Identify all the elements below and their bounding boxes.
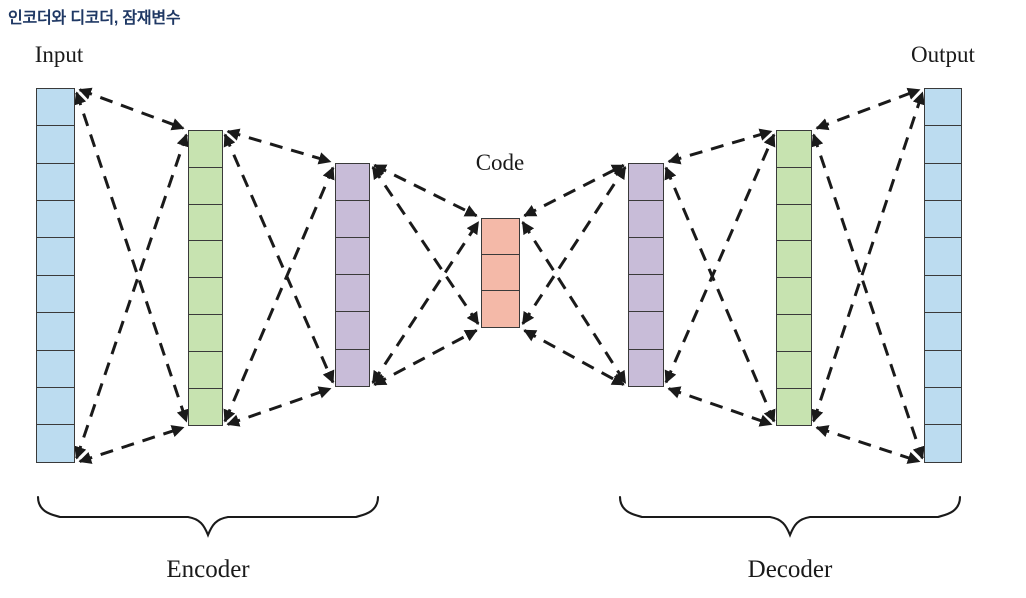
- layer-column-decoder-hidden-2: [776, 130, 812, 427]
- layer-unit: [924, 424, 962, 463]
- layer-unit: [924, 125, 962, 165]
- layer-unit: [36, 424, 75, 463]
- layer-unit: [36, 386, 75, 426]
- layer-unit: [335, 237, 370, 276]
- layer-unit: [335, 200, 370, 239]
- encoder-label: Encoder: [166, 556, 250, 583]
- layer-unit: [188, 350, 223, 390]
- layer-unit: [924, 274, 962, 314]
- layer-unit: [36, 162, 75, 202]
- code-layer-label: Code: [475, 150, 525, 175]
- layer-column-encoder-hidden-2: [335, 163, 370, 388]
- layer-unit: [776, 350, 812, 390]
- layer-unit: [776, 130, 812, 169]
- layer-unit: [36, 274, 75, 314]
- layer-unit: [335, 311, 370, 350]
- input-layer-label: Input: [34, 42, 84, 67]
- layer-column-decoder-hidden-1: [628, 163, 664, 388]
- layer-unit: [481, 254, 520, 292]
- layer-unit: [335, 348, 370, 388]
- layer-column-code: [481, 218, 520, 328]
- layer-unit: [776, 387, 812, 427]
- connector-line: [74, 133, 189, 460]
- layer-unit: [628, 274, 664, 313]
- layer-unit: [481, 218, 520, 256]
- connector-line: [78, 425, 185, 464]
- connector-line: [667, 386, 773, 427]
- layer-unit: [628, 237, 664, 276]
- connector-line: [811, 133, 925, 460]
- layer-unit: [481, 290, 520, 328]
- layer-unit: [36, 237, 75, 277]
- layer-unit: [776, 203, 812, 242]
- layer-unit: [36, 88, 75, 127]
- layer-column-encoder-hidden-1: [188, 130, 223, 427]
- layer-unit: [924, 88, 962, 127]
- connector-line: [664, 133, 776, 384]
- layer-column-output: [924, 88, 962, 463]
- connector-line: [223, 166, 335, 423]
- connector-line: [373, 329, 478, 386]
- layer-unit: [776, 240, 812, 279]
- layer-unit: [188, 314, 223, 353]
- layer-unit: [924, 200, 962, 239]
- connector-line: [226, 128, 332, 165]
- layer-unit: [36, 349, 75, 389]
- layer-unit: [188, 387, 223, 427]
- connector-line: [223, 133, 335, 384]
- layer-unit: [628, 348, 664, 388]
- layer-unit: [924, 237, 962, 277]
- layer-unit: [188, 203, 223, 242]
- layer-unit: [36, 125, 75, 165]
- connector-line: [78, 87, 185, 131]
- layer-unit: [776, 166, 812, 206]
- connector-line: [815, 87, 921, 131]
- layer-unit: [628, 311, 664, 350]
- layer-unit: [188, 130, 223, 169]
- layer-unit: [628, 163, 664, 202]
- layer-column-input: [36, 88, 75, 463]
- layer-unit: [188, 166, 223, 206]
- connector-group: [74, 87, 925, 464]
- layer-unit: [188, 240, 223, 279]
- decoder-brace: [618, 495, 962, 538]
- layer-unit: [924, 162, 962, 202]
- layer-unit: [335, 163, 370, 202]
- page-title: 인코더와 디코더, 잠재변수: [8, 10, 181, 27]
- layer-unit: [36, 312, 75, 351]
- layer-unit: [776, 314, 812, 353]
- layer-unit: [924, 349, 962, 389]
- connector-line: [523, 329, 625, 386]
- layer-unit: [36, 200, 75, 239]
- encoder-brace: [36, 495, 380, 538]
- layer-unit: [188, 277, 223, 316]
- layer-unit: [924, 312, 962, 351]
- layer-unit: [776, 277, 812, 316]
- brace-group: [36, 495, 962, 538]
- connector-line: [815, 425, 921, 464]
- decoder-label: Decoder: [747, 556, 833, 583]
- connector-line: [74, 91, 189, 423]
- connector-line: [667, 128, 773, 165]
- connector-line: [226, 386, 332, 427]
- layer-unit: [628, 200, 664, 239]
- layer-unit: [335, 274, 370, 313]
- layer-unit: [924, 386, 962, 426]
- connector-line: [811, 91, 925, 423]
- output-layer-label: Output: [911, 42, 975, 67]
- connector-line: [664, 166, 776, 423]
- connector-line: [521, 166, 627, 325]
